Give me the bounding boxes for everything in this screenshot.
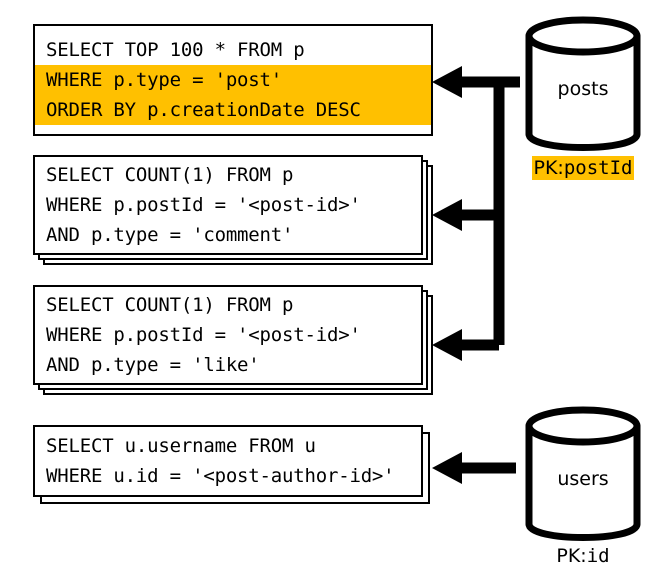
- query-line: SELECT COUNT(1) FROM p: [46, 164, 294, 186]
- query-line: AND p.type = 'comment': [46, 224, 294, 246]
- query-line: SELECT COUNT(1) FROM p: [46, 294, 294, 316]
- database-label: posts: [557, 78, 609, 100]
- cylinder-icon: [525, 16, 641, 151]
- query-sheet-front: SELECT COUNT(1) FROM p WHERE p.postId = …: [33, 285, 423, 385]
- query-box-username[interactable]: SELECT u.username FROM u WHERE u.id = '<…: [33, 425, 433, 510]
- query-line: WHERE p.postId = '<post-id>': [46, 194, 361, 216]
- query-line-highlighted: ORDER BY p.creationDate DESC: [35, 95, 431, 125]
- query-line: WHERE u.id = '<post-author-id>': [46, 465, 395, 487]
- pk-value-label: id: [586, 545, 610, 567]
- posts-connector-group: [432, 66, 520, 361]
- query-sheet-front: SELECT TOP 100 * FROM p WHERE p.type = '…: [33, 24, 433, 136]
- users-pk-badge: PK:id: [554, 544, 611, 568]
- query-box-comment-count[interactable]: SELECT COUNT(1) FROM p WHERE p.postId = …: [33, 155, 433, 265]
- users-connector-group: [432, 452, 516, 484]
- query-line-highlighted: WHERE p.type = 'post': [35, 65, 431, 95]
- database-users[interactable]: users: [523, 406, 643, 546]
- database-label: users: [557, 468, 609, 490]
- pk-key-label: PK:: [556, 545, 587, 567]
- query-line: WHERE p.postId = '<post-id>': [46, 324, 361, 346]
- query-box-like-count[interactable]: SELECT COUNT(1) FROM p WHERE p.postId = …: [33, 285, 433, 395]
- database-posts[interactable]: posts: [523, 16, 643, 156]
- pk-key-label: PK:: [533, 157, 564, 179]
- posts-pk-wrapper: PK:postId: [523, 156, 643, 180]
- query-sheet-front: SELECT COUNT(1) FROM p WHERE p.postId = …: [33, 155, 423, 255]
- cylinder-icon: [525, 406, 641, 541]
- query-sheet-front: SELECT u.username FROM u WHERE u.id = '<…: [33, 425, 423, 497]
- posts-pk-badge: PK:postId: [531, 156, 635, 180]
- query-line: SELECT u.username FROM u: [46, 435, 316, 457]
- query-line: SELECT TOP 100 * FROM p: [46, 39, 305, 61]
- users-pk-wrapper: PK:id: [523, 544, 643, 568]
- query-line: AND p.type = 'like': [46, 354, 260, 376]
- query-box-posts-feed[interactable]: SELECT TOP 100 * FROM p WHERE p.type = '…: [33, 24, 433, 136]
- pk-value-label: postId: [563, 157, 633, 179]
